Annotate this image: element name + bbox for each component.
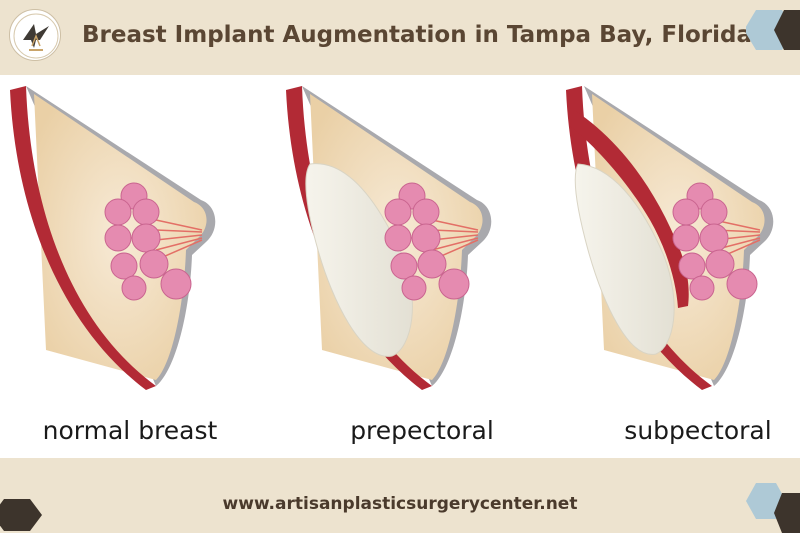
hexagon-decoration-header [746,10,800,50]
caption-normal-breast: normal breast [42,416,218,445]
subpectoral-illustration [566,86,774,390]
hexagon-decoration-footer-left [0,499,42,531]
normal-breast-illustration [10,86,216,390]
heron-logo-icon [13,13,59,59]
hexagon-decoration-footer-right [746,483,800,533]
prepectoral-illustration [286,86,492,390]
header-band [0,0,800,75]
caption-prepectoral: prepectoral [350,416,494,445]
caption-subpectoral: subpectoral [624,416,772,445]
logo[interactable] [9,9,61,61]
website-url[interactable]: www.artisanplasticsurgerycenter.net [222,494,578,514]
page-title: Breast Implant Augmentation in Tampa Bay… [82,22,752,48]
footer-band [0,458,800,533]
